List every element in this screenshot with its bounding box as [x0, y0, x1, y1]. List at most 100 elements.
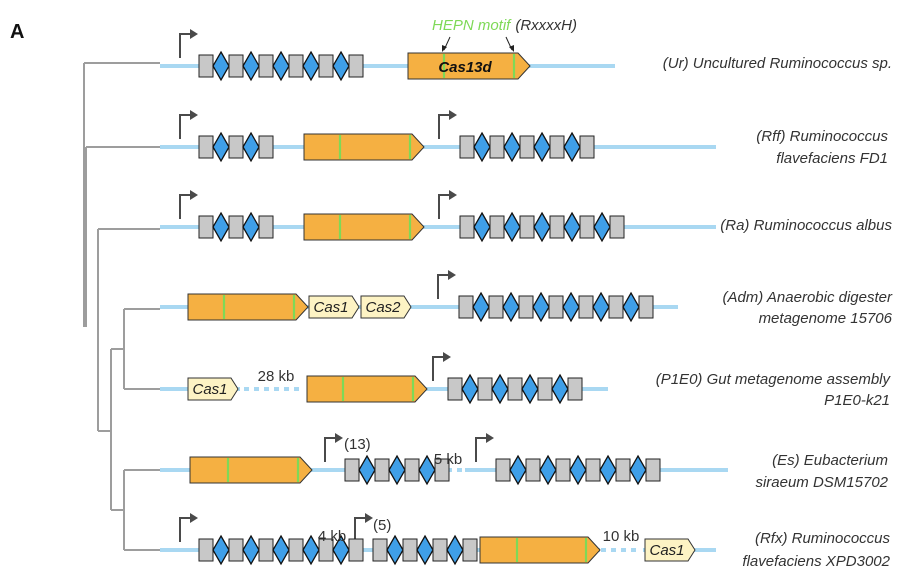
hepn-motif-label: HEPN motif(RxxxxH): [432, 17, 577, 34]
cas13-gene: [479, 536, 601, 564]
species-label: (Es) Eubacterium: [772, 452, 888, 469]
crispr-array: [372, 534, 478, 566]
locus-row: (Rff) Ruminococcus flavefaciens FD1: [160, 110, 888, 167]
crispr-spacer: [272, 534, 290, 566]
crispr-repeat: [495, 458, 511, 482]
crispr-array: [198, 211, 274, 243]
crispr-repeat: [288, 538, 304, 562]
crispr-repeat: [578, 295, 594, 319]
crispr-repeat: [228, 135, 244, 159]
crispr-repeat: [344, 458, 360, 482]
promoter-arrow: [179, 114, 192, 139]
crispr-repeat: [579, 135, 595, 159]
crispr-array: [458, 291, 654, 323]
crispr-repeat: [458, 295, 474, 319]
promoter-arrowhead: [449, 190, 457, 200]
crispr-repeat: [434, 458, 450, 482]
crispr-repeat: [372, 538, 388, 562]
crispr-spacer: [358, 454, 376, 486]
panel-label: A: [10, 21, 24, 43]
crispr-repeat: [579, 215, 595, 239]
crispr-repeat: [288, 54, 304, 78]
crispr-spacer: [212, 131, 230, 163]
promoter-arrow: [179, 517, 192, 542]
crispr-array: [198, 534, 364, 566]
crispr-spacer: [521, 373, 539, 405]
crispr-spacer: [592, 291, 610, 323]
crispr-spacer: [272, 50, 290, 82]
crispr-repeat: [348, 54, 364, 78]
crispr-spacer: [563, 211, 581, 243]
crispr-repeat: [507, 377, 523, 401]
locus-row: (Ra) Ruminococcus albus: [160, 190, 892, 243]
crispr-array: [198, 131, 274, 163]
species-label: flavefaciens FD1: [776, 150, 888, 167]
crispr-repeat: [518, 295, 534, 319]
crispr-spacer: [629, 454, 647, 486]
crispr-repeat: [348, 538, 364, 562]
crispr-spacer: [242, 534, 260, 566]
crispr-repeat: [477, 377, 493, 401]
crispr-repeat: [258, 215, 274, 239]
crispr-repeat: [525, 458, 541, 482]
species-label: metagenome 15706: [759, 310, 893, 327]
crispr-spacer: [622, 291, 640, 323]
cas13-gene: [303, 213, 425, 241]
crispr-repeat: [548, 295, 564, 319]
hepn-motif-name: HEPN motif: [432, 17, 512, 34]
cas-accessory-gene: [308, 295, 360, 319]
species-label: (Ra) Ruminococcus albus: [720, 217, 892, 234]
crispr-repeat: [228, 215, 244, 239]
cas13-gene: [187, 293, 309, 321]
crispr-spacer: [388, 454, 406, 486]
cas13-gene-label: Cas13d: [438, 59, 492, 76]
crispr-spacer: [502, 291, 520, 323]
crispr-spacer: [473, 131, 491, 163]
promoter-arrowhead: [190, 513, 198, 523]
locus-row: Cas1 Cas2 (Adm) Anaerobic digester metageno…: [160, 270, 893, 327]
crispr-repeat: [404, 458, 420, 482]
crispr-array: [447, 373, 583, 405]
crispr-spacer: [332, 534, 350, 566]
species-label: P1E0-k21: [824, 392, 890, 409]
crispr-repeat: [258, 54, 274, 78]
promoter-arrowhead: [448, 270, 456, 280]
species-label: (Ur) Uncultured Ruminococcus sp.: [663, 55, 892, 72]
crispr-repeat: [555, 458, 571, 482]
cas-accessory-label: Cas2: [365, 299, 401, 316]
crispr-repeat: [489, 135, 505, 159]
phylogenetic-tree: [83, 62, 160, 551]
cas-accessory-label: Cas1: [313, 299, 348, 316]
species-label: (Adm) Anaerobic digester: [722, 289, 893, 306]
crispr-repeat: [459, 215, 475, 239]
crispr-repeat: [615, 458, 631, 482]
crispr-repeat: [488, 295, 504, 319]
crispr-repeat: [609, 215, 625, 239]
promoter-arrow: [437, 274, 450, 299]
promoter-arrowhead: [365, 513, 373, 523]
hepn-arrowhead-left: [442, 45, 447, 52]
hepn-arrowhead-right: [509, 45, 514, 52]
crispr-array: [459, 211, 625, 243]
spacer-count-label: (13): [344, 436, 371, 453]
species-label: (Rff) Ruminococcus: [756, 128, 888, 145]
species-label: flavefaciens XPD3002: [742, 553, 890, 570]
cas13-gene: [407, 52, 531, 80]
crispr-spacer: [532, 291, 550, 323]
promoter-arrow: [438, 194, 451, 219]
crispr-spacer: [332, 50, 350, 82]
promoter-arrow: [432, 356, 445, 381]
promoter-arrowhead: [486, 433, 494, 443]
spacer-count-label: (5): [373, 517, 391, 534]
promoter-arrow: [324, 437, 337, 462]
locus-row: Cas13d (Ur) Uncultured Ruminococcus sp.: [160, 29, 892, 82]
crispr-repeat: [258, 538, 274, 562]
gap-length-label: 5 kb: [434, 451, 462, 468]
crispr-repeat: [608, 295, 624, 319]
crispr-spacer: [418, 454, 436, 486]
crispr-spacer: [539, 454, 557, 486]
gap-length-label: 4 kb: [318, 528, 346, 545]
crispr-spacer: [416, 534, 434, 566]
